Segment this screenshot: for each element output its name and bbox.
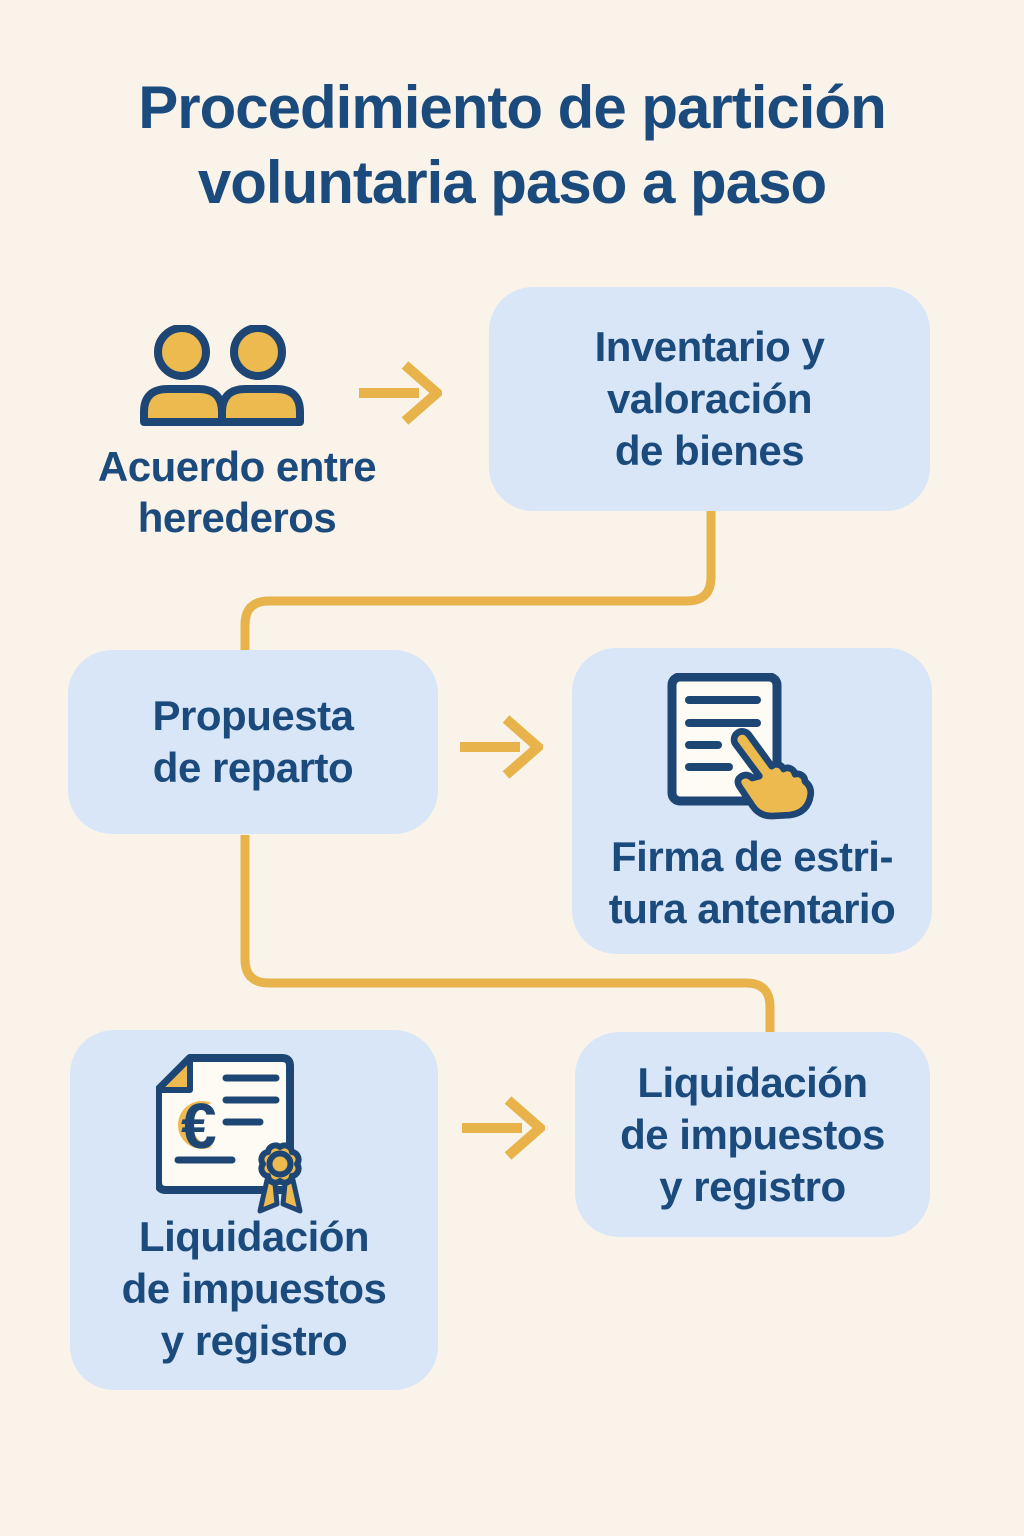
step-label-inventario: Inventario y valoración de bienes: [594, 323, 825, 474]
step-label-propuesta: Propuesta de reparto: [152, 692, 354, 791]
euro-sign: €: [181, 1090, 217, 1162]
step-label-liquidacion-der: Liquidación de impuestos y registro: [620, 1058, 885, 1210]
page-title: Procedimiento de partición voluntaria pa…: [138, 74, 886, 216]
step-label-firma: Firma de estri- tura antentario: [608, 833, 896, 932]
step-label-liquidacion-izq: Liquidación de impuestos y registro: [121, 1213, 387, 1364]
two-people-icon: [140, 325, 304, 426]
document-signing-hand-icon: [667, 673, 815, 820]
step-box-propuesta: Propuesta de reparto: [68, 650, 438, 834]
step-box-firma: Firma de estri- tura antentario: [572, 648, 932, 954]
step-box-liquidacion-izq: € Liquidación de impuestos y registro: [70, 1030, 438, 1390]
step-box-inventario: Inventario y valoración de bienes: [489, 287, 930, 511]
right-arrow-icon: [359, 361, 442, 425]
step-label-acuerdo: Acuerdo entre herederos: [97, 443, 377, 541]
step-box-liquidacion-der: Liquidación de impuestos y registro: [575, 1032, 930, 1237]
tax-certificate-seal-icon: €: [156, 1054, 303, 1214]
right-arrow-icon: [462, 1096, 545, 1160]
right-arrow-icon: [460, 715, 543, 779]
